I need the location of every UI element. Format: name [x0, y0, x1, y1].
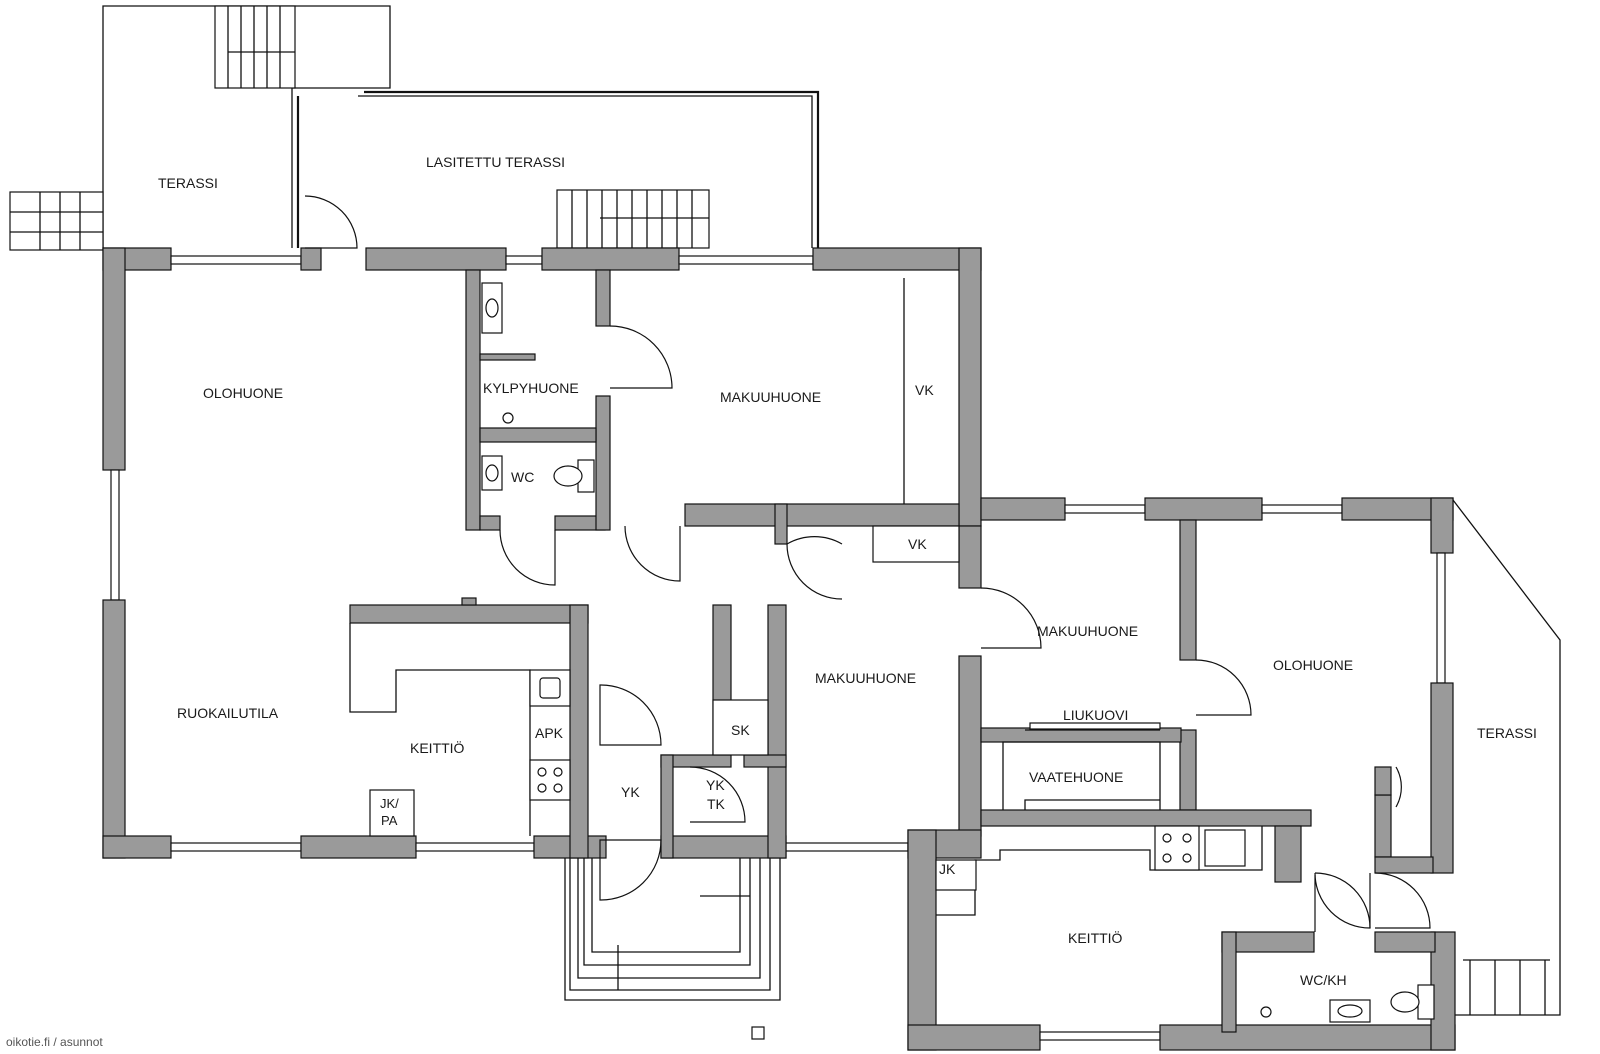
label-keittio-e: KEITTIÖ	[1068, 929, 1123, 946]
label-makuuhuone-center: MAKUUHUONE	[815, 670, 916, 686]
label-apk: APK	[535, 725, 564, 741]
label-jk-e: JK	[939, 861, 956, 877]
room-labels: TERASSI LASITETTU TERASSI OLOHUONE KYLPY…	[158, 154, 1537, 988]
label-makuuhuone-n: MAKUUHUONE	[720, 389, 821, 405]
label-vk-center: VK	[908, 536, 927, 552]
label-yk-tk-2: TK	[707, 796, 726, 812]
label-sk: SK	[731, 722, 750, 738]
label-lasitettu-terassi: LASITETTU TERASSI	[426, 154, 565, 170]
label-wc-kh: WC/KH	[1300, 972, 1347, 988]
label-ruokailutila: RUOKAILUTILA	[177, 705, 279, 721]
label-jk-pa-1: JK/	[380, 796, 399, 811]
label-vk-n: VK	[915, 382, 934, 398]
label-keittio-w: KEITTIÖ	[410, 739, 465, 756]
label-yk-w: YK	[621, 784, 640, 800]
label-liukuovi: LIUKUOVI	[1063, 707, 1128, 723]
label-terassi-nw: TERASSI	[158, 175, 218, 191]
watermark: oikotie.fi / asunnot	[6, 1035, 103, 1049]
walls	[102, 247, 1456, 1051]
label-kylpyhuone: KYLPYHUONE	[483, 380, 579, 396]
label-vaatehuone: VAATEHUONE	[1029, 769, 1123, 785]
doors	[304, 195, 1431, 932]
label-terassi-e: TERASSI	[1477, 725, 1537, 741]
label-makuuhuone-e: MAKUUHUONE	[1037, 623, 1138, 639]
label-olohuone-w: OLOHUONE	[203, 385, 283, 401]
label-jk-pa-2: PA	[381, 813, 398, 828]
label-olohuone-e: OLOHUONE	[1273, 657, 1353, 673]
terraces-outline	[9, 5, 1561, 1040]
interior-lines	[349, 278, 1435, 1023]
label-yk-tk-1: YK	[706, 777, 725, 793]
label-wc: WC	[511, 469, 534, 485]
